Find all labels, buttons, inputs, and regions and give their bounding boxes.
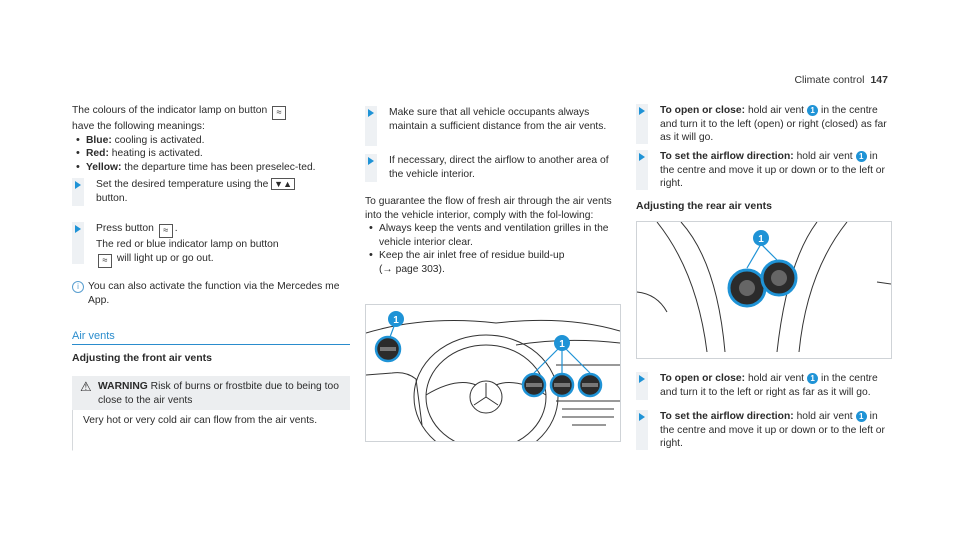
page-reference: (→ page 303). <box>379 263 445 275</box>
step-arrow-icon <box>368 109 374 117</box>
front-dashboard-illustration: 1 1 <box>366 311 620 441</box>
callout-label: 1 <box>393 315 399 326</box>
callout-label: 1 <box>559 339 565 350</box>
temperature-arrows-icon: ▼▲ <box>271 178 295 190</box>
step-airflow-direction-front: To set the airflow direction: hold air v… <box>636 150 894 190</box>
list-item: Red: heating is activated. <box>72 147 350 161</box>
guidance-text: To guarantee the flow of fresh air throu… <box>365 196 612 221</box>
list-item: Always keep the vents and ventilation gr… <box>365 222 621 249</box>
intro-block: The colours of the indicator lamp on but… <box>72 104 350 174</box>
guidance-list: Always keep the vents and ventilation gr… <box>365 222 621 276</box>
callout-label: 1 <box>758 234 764 245</box>
step-set-temperature: Set the desired temperature using the ▼▲… <box>72 178 350 206</box>
info-icon: i <box>72 281 84 293</box>
list-item: Keep the air inlet free of residue build… <box>365 249 621 276</box>
intro-text: The colours of the indicator lamp on but… <box>72 104 350 134</box>
step-arrow-icon <box>75 225 81 233</box>
page-header: Climate control 147 <box>794 74 888 88</box>
section-name: Climate control <box>794 74 865 86</box>
list-item: Blue: cooling is activated. <box>72 134 350 148</box>
callout-icon: 1 <box>855 411 867 422</box>
fan-heat-icon: ≈ <box>158 224 173 238</box>
callout-icon: 1 <box>855 151 867 162</box>
section-title: Air vents <box>72 330 115 342</box>
step-arrow-icon <box>639 107 645 115</box>
rear-console-illustration: 1 <box>637 222 891 353</box>
subheading-rear-vents: Adjusting the rear air vents <box>636 200 772 212</box>
rear-vents-figure: 1 <box>636 221 892 359</box>
step-arrow-icon <box>639 375 645 383</box>
fan-heat-icon: ≈ <box>272 106 287 120</box>
page-number: 147 <box>870 74 888 86</box>
list-item: Yellow: the departure time has been pres… <box>72 161 350 175</box>
callout-icon: 1 <box>807 105 819 116</box>
step-airflow-direction-rear: To set the airflow direction: hold air v… <box>636 410 894 450</box>
section-rule <box>72 344 350 345</box>
step-press-button: Press button ≈. The red or blue indicato… <box>72 222 350 268</box>
step-arrow-icon <box>75 181 81 189</box>
info-note: i You can also activate the function via… <box>72 280 342 307</box>
step-occupant-distance: Make sure that all vehicle occupants alw… <box>365 106 621 146</box>
warning-icon: ⚠ <box>80 379 92 394</box>
warning-box: ⚠ WARNING Risk of burns or frostbite due… <box>72 376 350 410</box>
callout-icon: 1 <box>807 373 819 384</box>
fan-heat-icon: ≈ <box>98 253 112 268</box>
step-direct-airflow: If necessary, direct the airflow to anot… <box>365 154 621 182</box>
front-vents-figure: 1 1 <box>365 304 621 442</box>
step-arrow-icon <box>368 157 374 165</box>
warning-text: Risk of burns or frostbite due to being … <box>98 381 339 406</box>
guidance-block: To guarantee the flow of fresh air throu… <box>365 195 621 276</box>
warning-body: Very hot or very cold air can flow from … <box>72 410 349 451</box>
subheading-front-vents: Adjusting the front air vents <box>72 352 213 364</box>
meanings-list: Blue: cooling is activated. Red: heating… <box>72 134 350 175</box>
step-arrow-icon <box>639 413 645 421</box>
step-arrow-icon <box>639 153 645 161</box>
warning-label: WARNING <box>98 381 148 392</box>
